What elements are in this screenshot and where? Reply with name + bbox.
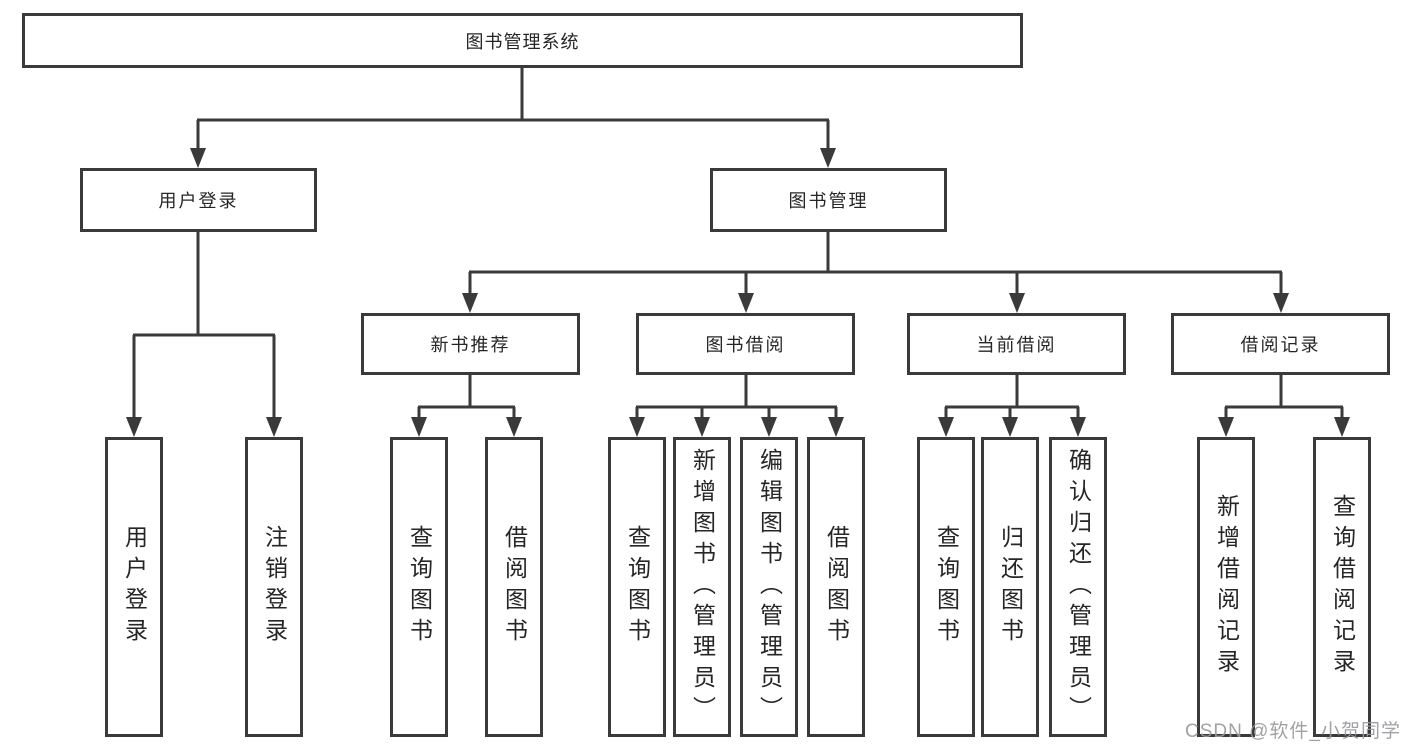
node-new-book-recommend-label: 新书推荐 — [430, 335, 511, 355]
leaf-query-books-current-label: 查询图书 — [933, 525, 960, 649]
node-book-borrow: 图书借阅 — [636, 313, 855, 375]
node-current-borrow: 当前借阅 — [907, 313, 1126, 375]
leaf-confirm-return-admin-label: 确认归还（管理员） — [1065, 447, 1092, 727]
leaf-query-books-borrow: 查询图书 — [608, 437, 666, 737]
leaf-user-login-label: 用户登录 — [121, 525, 148, 649]
leaf-query-books-borrow-label: 查询图书 — [624, 525, 651, 649]
leaf-logout-label: 注销登录 — [261, 525, 288, 649]
leaf-return-books: 归还图书 — [981, 437, 1039, 737]
csdn-watermark: CSDN @软件_小贺同学 — [1185, 721, 1401, 742]
connector-paths — [132, 68, 1344, 421]
node-user-login: 用户登录 — [80, 168, 317, 232]
leaf-user-login: 用户登录 — [105, 437, 163, 737]
leaf-add-borrow-record-label: 新增借阅记录 — [1213, 494, 1240, 680]
leaf-add-books-admin: 新增图书（管理员） — [673, 437, 731, 737]
node-borrow-record: 借阅记录 — [1171, 313, 1390, 375]
leaf-edit-books-admin-label: 编辑图书（管理员） — [756, 447, 783, 727]
node-new-book-recommend: 新书推荐 — [361, 313, 580, 375]
leaf-query-books-current: 查询图书 — [917, 437, 975, 737]
leaf-edit-books-admin: 编辑图书（管理员） — [740, 437, 798, 737]
node-book-borrow-label: 图书借阅 — [705, 335, 786, 355]
node-user-login-label: 用户登录 — [158, 191, 239, 211]
leaf-confirm-return-admin: 确认归还（管理员） — [1049, 437, 1107, 737]
leaf-query-borrow-record-label: 查询借阅记录 — [1329, 494, 1356, 680]
node-book-management: 图书管理 — [710, 168, 947, 232]
leaf-query-borrow-record: 查询借阅记录 — [1313, 437, 1371, 737]
leaf-borrow-books-recommend-label: 借阅图书 — [501, 525, 528, 649]
leaf-logout: 注销登录 — [245, 437, 303, 737]
leaf-add-books-admin-label: 新增图书（管理员） — [689, 447, 716, 727]
node-root-label: 图书管理系统 — [465, 31, 580, 52]
leaf-borrow-books-recommend: 借阅图书 — [485, 437, 543, 737]
node-borrow-record-label: 借阅记录 — [1240, 335, 1321, 355]
node-book-management-label: 图书管理 — [788, 191, 869, 211]
leaf-query-books-recommend: 查询图书 — [390, 437, 448, 737]
node-root: 图书管理系统 — [22, 13, 1023, 68]
leaf-borrow-books: 借阅图书 — [807, 437, 865, 737]
leaf-query-books-recommend-label: 查询图书 — [406, 525, 433, 649]
leaf-borrow-books-label: 借阅图书 — [823, 525, 850, 649]
node-current-borrow-label: 当前借阅 — [976, 335, 1057, 355]
leaf-add-borrow-record: 新增借阅记录 — [1197, 437, 1255, 737]
leaf-return-books-label: 归还图书 — [997, 525, 1024, 649]
